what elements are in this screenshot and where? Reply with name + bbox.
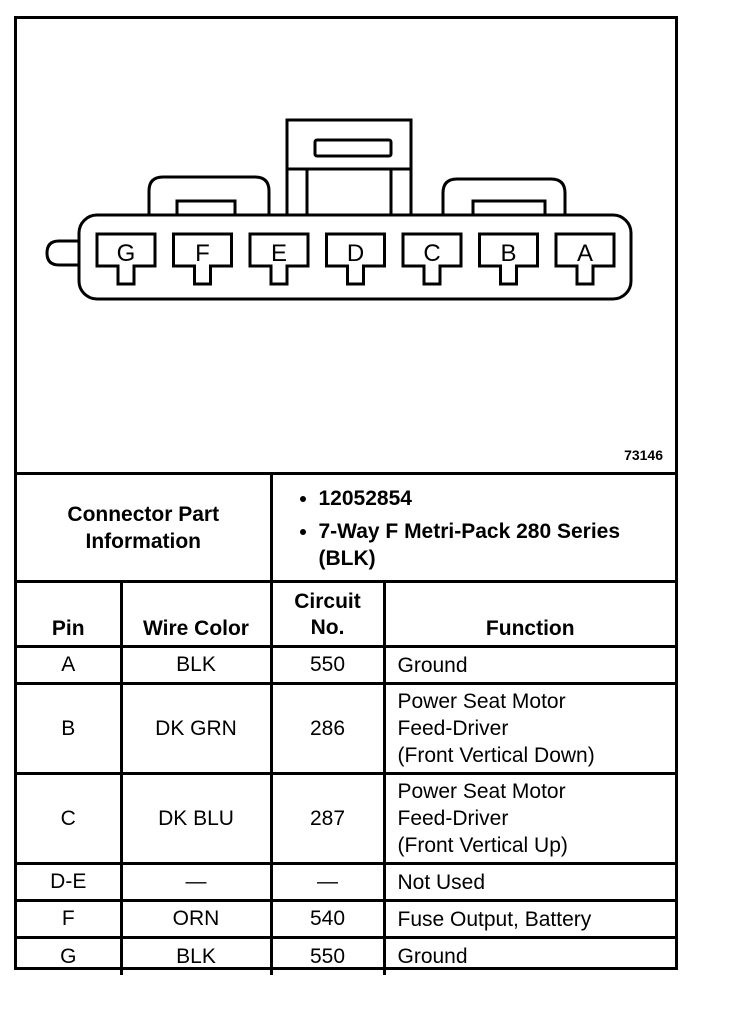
connector-type: 7-Way F Metri-Pack 280 Series (BLK) [319,518,668,572]
pin-cavity-c: C [401,232,463,286]
pin-label: B [500,240,516,267]
circuit-cell: — [269,862,386,902]
wire-color-cell: ORN [119,899,273,939]
function-line: Ground [397,653,468,677]
part-number: 12052854 [319,485,668,512]
circuit-cell: 550 [269,936,386,975]
wire-color-header: Wire Color [119,580,273,648]
table-header-row: Pin Wire Color Circuit No. Function [17,580,675,648]
pin-cavity-d: D [325,232,386,286]
function-line: Feed-Driver [397,717,509,740]
pin-cell: C [17,772,123,865]
circuit-cell: 287 [269,772,386,865]
function-cell: Fuse Output, Battery [382,899,675,939]
pin-cell: G [17,936,123,975]
function-line: (Front Vertical Up) [397,834,568,857]
function-line: Feed-Driver [397,807,509,830]
function-line: Fuse Output, Battery [397,907,592,931]
function-line: Power Seat Motor [397,780,566,803]
function-cell: Ground [382,936,675,975]
pin-cell: F [17,899,123,939]
pin-cell: A [17,645,123,685]
pin-label: G [117,240,136,267]
wire-color-cell: BLK [119,936,273,975]
connector-info-row: Connector Part Information 12052854 7-Wa… [17,472,675,583]
pin-cavity-e: E [248,232,310,286]
circuit-header-line1: Circuit [294,590,361,613]
figure-number: 73146 [624,447,663,463]
function-line: (Front Vertical Down) [397,744,595,767]
connector-part-label: Connector Part Information [17,472,273,583]
circuit-cell: 540 [269,899,386,939]
circuit-header-line2: No. [310,616,345,639]
function-header: Function [382,580,675,648]
pin-label: A [577,240,593,267]
connector-part-info: 12052854 7-Way F Metri-Pack 280 Series (… [269,472,675,583]
wire-color-cell: — [119,862,273,902]
pin-cavity-b: B [478,232,539,286]
connector-diagram: G F E D C B A 73146 [17,19,675,472]
circuit-cell: 286 [269,682,386,775]
pin-cavity-a: A [554,232,616,286]
circuit-cell: 550 [269,645,386,685]
wire-color-cell: DK GRN [119,682,273,775]
wire-color-cell: BLK [119,645,273,685]
connector-table: Connector Part Information 12052854 7-Wa… [17,472,675,975]
pin-cavity-f: F [172,232,233,286]
function-line: Ground [397,945,468,969]
wire-color-cell: DK BLU [119,772,273,865]
table-row: D-E——Not Used [17,862,675,902]
pin-header: Pin [17,580,123,648]
circuit-header: Circuit No. [269,580,386,648]
pin-cell: D-E [17,862,123,902]
function-cell: Not Used [382,862,675,902]
function-line: Power Seat Motor [397,690,566,713]
function-line: Not Used [397,870,486,894]
pin-label: F [195,240,210,267]
pin-label: D [347,240,364,267]
function-cell: Ground [382,645,675,685]
pin-cell: B [17,682,123,775]
pin-label: E [271,240,287,267]
connector-part-label-line1: Connector Part [67,502,220,526]
pin-cavity-g: G [95,232,157,286]
pin-label: C [423,240,440,267]
connector-part-label-line2: Information [85,529,202,553]
